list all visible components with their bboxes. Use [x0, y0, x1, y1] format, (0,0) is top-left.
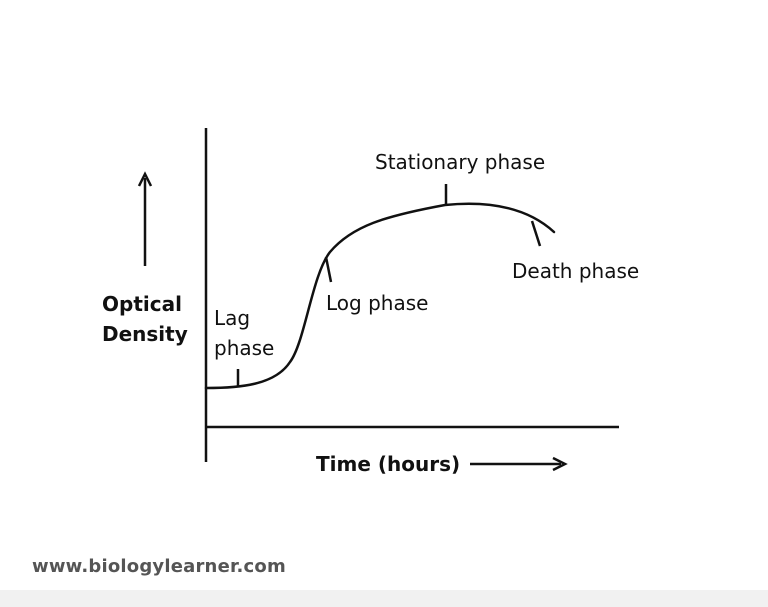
right-arrow-icon [470, 456, 568, 472]
up-arrow-icon [137, 171, 153, 266]
death-phase-tick [530, 220, 542, 247]
log-phase-tick [324, 256, 333, 283]
log-phase-label: Log phase [326, 291, 429, 315]
lag-phase-label-line2: phase [214, 336, 275, 360]
stationary-phase-label: Stationary phase [375, 150, 546, 174]
website-footer: www.biologylearner.com [32, 556, 286, 577]
growth-curve [204, 202, 556, 390]
y-axis-label-line1: Optical [102, 292, 182, 316]
y-axis-label-line2: Density [102, 322, 188, 346]
lag-phase-label-line1: Lag [214, 306, 251, 330]
x-axis-label: Time (hours) [316, 452, 461, 476]
death-phase-label: Death phase [512, 259, 640, 283]
